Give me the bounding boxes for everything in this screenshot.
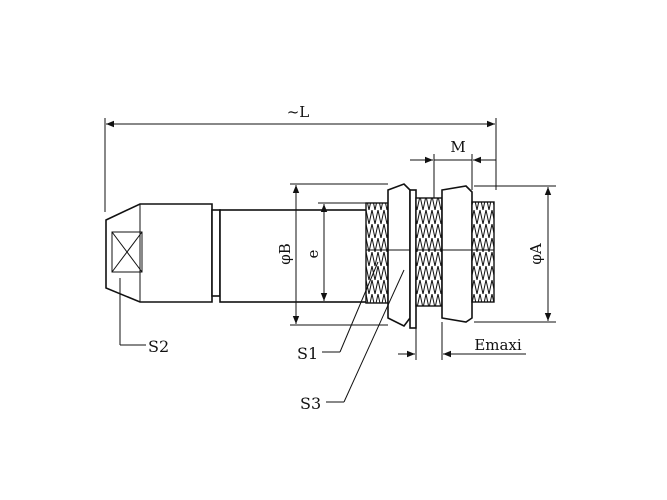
s1-leader: S1 [297, 261, 379, 363]
s3-label: S3 [300, 394, 321, 413]
flange [441, 185, 473, 323]
m-dimension: M [410, 138, 496, 198]
dia-b-label: φB [276, 243, 294, 265]
thread-middle [415, 197, 443, 307]
e-dimension: e [304, 202, 366, 303]
s2-label: S2 [148, 337, 169, 356]
s3-leader: S3 [300, 269, 405, 413]
emaxi-dimension: Emaxi [398, 322, 526, 360]
emaxi-label: Emaxi [474, 336, 522, 354]
thread-front [471, 201, 495, 303]
length-dimension: ~L [104, 103, 497, 212]
thread-left [365, 202, 389, 304]
s1-label: S1 [297, 344, 318, 363]
connector-body [219, 209, 369, 303]
dia-b-dimension: φB [276, 183, 388, 326]
dia-a-dimension: φA [474, 185, 556, 323]
m-label: M [450, 138, 465, 156]
s2-leader: S2 [119, 278, 169, 356]
cable-boot [105, 203, 221, 303]
length-label: ~L [287, 103, 310, 121]
hex-nut [387, 183, 417, 329]
e-label: e [304, 249, 322, 258]
dia-a-label: φA [527, 243, 545, 265]
